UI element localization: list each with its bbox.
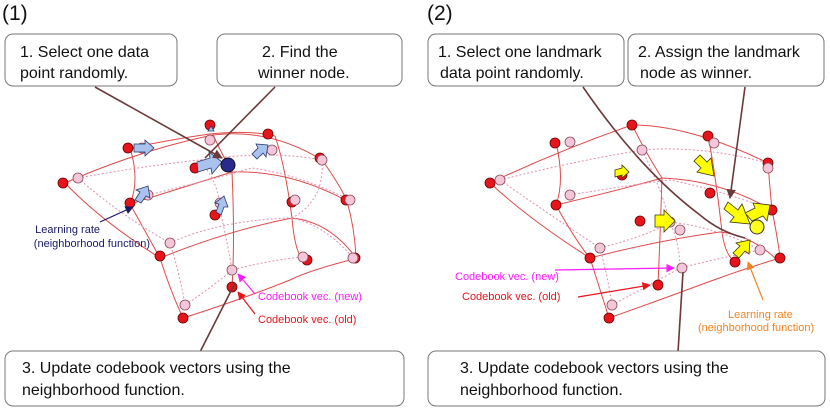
panel-1-step2-line1: 2. Find the [262,44,338,61]
panel-1-codebook-old-label: Codebook vec. (old) [258,314,356,326]
panel-2-step1-line1: 1. Select one landmark [438,44,603,61]
panel-1-winner-node [220,157,236,173]
panel-2-label: (2) [427,2,453,25]
panel-1-learning-rate-arrow [99,206,134,223]
panel-1-step1-leader [94,86,223,159]
panel-2-codebook-new-label: Codebook vec. (new) [455,271,559,283]
panel-1-new-grid [77,154,354,306]
panel-2-learning-rate-arrow [746,261,764,301]
panel-1-step2-callout: 2. Find the winner node. [216,33,403,87]
panel-1-step3-callout: 3. Update codebook vectors using the nei… [4,350,405,407]
panel-2-codebook-new-arrow [554,263,675,273]
panel-1-standard-som: (1) [2,2,405,407]
panel-1-step3-line1: 3. Update codebook vectors using the [22,360,291,377]
panel-1-step1-callout: 1. Select one data point randomly. [4,33,178,87]
panel-2-step2-line2: node as winner. [640,65,752,82]
panel-2-step1-leader [582,86,746,239]
panel-1-label: (1) [2,2,28,25]
panel-1-step3-leader [199,282,236,353]
panel-2-step3-leader [677,271,684,353]
panel-1-codebook-new-arrow [237,273,256,295]
panel-2-step1-callout: 1. Select one landmark data point random… [427,33,625,87]
panel-2-step2-line1: 2. Assign the landmark [638,44,801,61]
panel-2-step1-line2: data point randomly. [440,65,584,82]
panel-2-step3-line2: neighborhood function. [460,382,623,399]
panel-2-codebook-old-label: Codebook vec. (old) [462,291,560,303]
panel-1-codebook-new-label: Codebook vec. (new) [258,291,362,303]
panel-2-new-nodes [494,136,774,311]
panel-2-step3-callout: 3. Update codebook vectors using the nei… [427,350,826,407]
panel-2-codebook-old-arrow [577,282,651,298]
panel-2-step2-callout: 2. Assign the landmark node as winner. [627,33,825,87]
panel-2-landmark-node [749,219,765,235]
panel-2-step2-leader [726,86,746,199]
panel-2-grid [489,124,781,319]
panel-1-step2-leader [204,86,276,159]
panel-1-learning-rate-line2: (neighborhood function) [34,238,150,250]
panel-2-update-arrows [614,154,771,259]
panel-2-landmark-som: (2) [427,2,826,407]
panel-1-step2-line2: winner node. [257,65,350,82]
panel-2-learning-rate-line1: Learning rate [728,309,793,321]
panel-2-step3-line1: 3. Update codebook vectors using the [460,360,729,377]
panel-1-learning-rate-line1: Learning rate [35,224,100,236]
panel-1-step3-line2: neighborhood function. [22,382,185,399]
panel-1-step1-line2: point randomly. [20,65,128,82]
panel-1-update-arrows [133,125,269,216]
panel-1-step1-line1: 1. Select one data [20,44,149,61]
panel-2-learning-rate-line2: (neighborhood function) [698,322,814,334]
panel-1-codebook-old-arrow [237,291,256,315]
